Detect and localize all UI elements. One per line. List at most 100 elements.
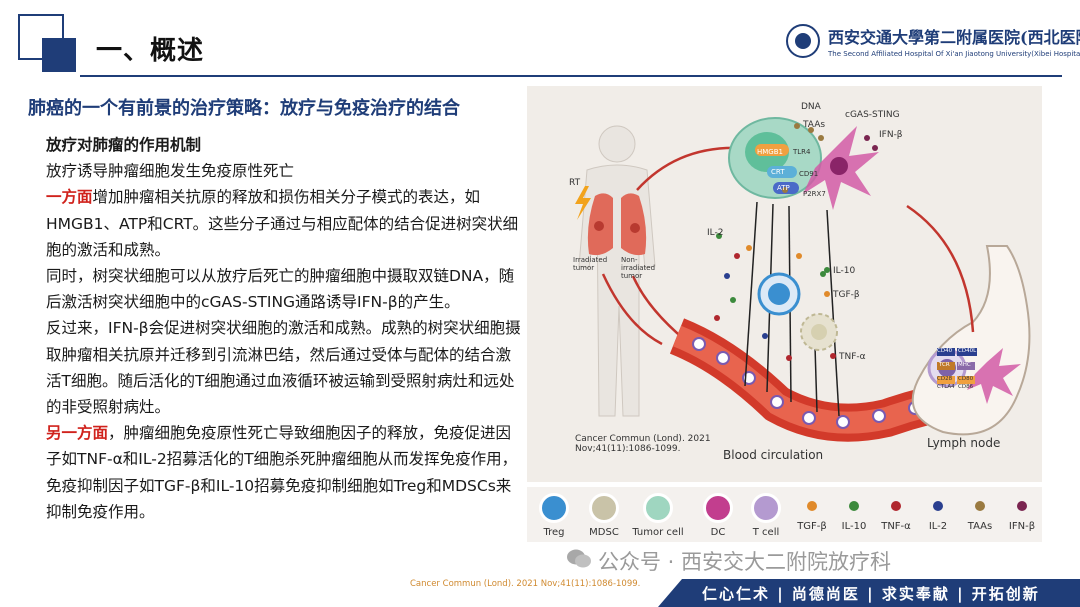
legend-item-t-cell: T cell bbox=[739, 493, 793, 538]
watermark: 公众号 · 西安交大二附院放疗科 bbox=[566, 546, 891, 576]
paragraph-1-lead: 一方面 bbox=[46, 188, 93, 207]
legend-swatch-icon bbox=[643, 493, 673, 523]
label-irradiated-tumor: Irradiated tumor bbox=[573, 256, 608, 272]
mechanism-illustration bbox=[575, 117, 1031, 442]
label-cd80: CD80 bbox=[958, 376, 974, 382]
legend-label: TAAs bbox=[967, 521, 993, 532]
body-text: 放疗对肺瘤的作用机制 放疗诱导肿瘤细胞发生免疫原性死亡 一方面增加肿瘤相关抗原的… bbox=[46, 132, 524, 525]
label-cd40l: CD40L bbox=[958, 348, 977, 354]
paragraph-4: 另一方面，肿瘤细胞免疫原性死亡导致细胞因子的释放，免疫促进因子如TNF-α和IL… bbox=[46, 420, 524, 525]
footer-band bbox=[658, 579, 1080, 607]
section-heading: 放疗对肺瘤的作用机制 bbox=[46, 136, 202, 154]
hospital-name-en: The Second Affiliated Hospital Of Xi'an … bbox=[828, 50, 1080, 58]
lymph-receptor-labels-bg bbox=[937, 348, 977, 384]
figure-legend: Treg MDSC Tumor cell DC T cell TGF-β IL-10 TNF-… bbox=[527, 487, 1042, 542]
slide-subtitle: 肺癌的一个有前景的治疗策略：放疗与免疫治疗的结合 bbox=[28, 98, 460, 119]
label-tlr4: TLR4 bbox=[793, 148, 811, 156]
radiation-bolt-icon bbox=[575, 186, 591, 220]
label-cd91: CD91 bbox=[799, 170, 819, 178]
paragraph-1-text: 增加肿瘤相关抗原的释放和损伤相关分子模式的表达，如HMGB1、ATP和CRT。这… bbox=[46, 188, 519, 259]
legend-item-il-10: IL-10 bbox=[833, 493, 875, 532]
legend-swatch-icon bbox=[975, 501, 985, 511]
figure-citation: Cancer Commun (Lond). 2021 Nov;41(11):10… bbox=[575, 434, 711, 454]
label-mhc: MHC bbox=[958, 362, 971, 368]
legend-label: DC bbox=[710, 527, 726, 538]
label-crt: CRT bbox=[771, 168, 785, 176]
hospital-motto: 仁心仁术 | 尚德尚医 | 求实奉献 | 开拓创新 bbox=[702, 585, 1040, 603]
legend-swatch-icon bbox=[891, 501, 901, 511]
label-il10: IL-10 bbox=[833, 266, 856, 276]
footer-citation: Cancer Commun (Lond). 2021 Nov;41(11):10… bbox=[410, 579, 641, 589]
paragraph-3: 反过来，IFN-β会促进树突状细胞的激活和成熟。成熟的树突状细胞摄取肿瘤相关抗原… bbox=[46, 319, 521, 417]
header-square-fill bbox=[42, 38, 76, 72]
label-hmgb1: HMGB1 bbox=[757, 148, 783, 156]
legend-item-tnf-: TNF-α bbox=[875, 493, 917, 532]
paragraph-1: 一方面增加肿瘤相关抗原的释放和损伤相关分子模式的表达，如HMGB1、ATP和CR… bbox=[46, 184, 524, 263]
mdsc-cell-icon bbox=[800, 313, 838, 351]
label-atp: ATP bbox=[777, 184, 790, 192]
label-tcr: TCR bbox=[939, 362, 950, 368]
dendritic-cell-icon bbox=[803, 126, 879, 210]
label-ifnb: IFN-β bbox=[879, 130, 903, 140]
legend-label: Tumor cell bbox=[632, 527, 684, 538]
lymph-dc-icon bbox=[967, 348, 1021, 404]
label-cd28: CD28 bbox=[937, 376, 953, 382]
page-title: 一、概述 bbox=[96, 36, 205, 66]
legend-swatch-icon bbox=[539, 493, 569, 523]
hospital-logo: 西安交通大學第二附属医院(西北医院) The Second Affiliated… bbox=[784, 22, 1080, 66]
arrow-dc-to-lymph bbox=[906, 204, 975, 333]
label-non-irradiated-tumor: Non-irradiated tumor bbox=[621, 256, 656, 280]
label-rt: RT bbox=[569, 178, 581, 188]
legend-swatch-icon bbox=[1017, 501, 1027, 511]
mechanism-figure: DNA cGAS-STING TAAs IFN-β HMGB1 TLR4 CRT… bbox=[527, 86, 1042, 482]
header-divider bbox=[80, 75, 1062, 77]
legend-label: IL-10 bbox=[841, 521, 867, 532]
legend-item-mdsc: MDSC bbox=[577, 493, 631, 538]
vessel-cells bbox=[692, 337, 922, 429]
arrow-vessel-to-body bbox=[601, 273, 663, 346]
legend-item-treg: Treg bbox=[527, 493, 581, 538]
legend-swatch-icon bbox=[807, 501, 817, 511]
paragraph-4-lead: 另一方面 bbox=[46, 424, 109, 443]
legend-swatch-icon bbox=[751, 493, 781, 523]
legend-item-taas: TAAs bbox=[959, 493, 1001, 532]
label-cd40: CD40 bbox=[937, 348, 953, 354]
wechat-icon bbox=[566, 548, 592, 570]
header-square-outline bbox=[18, 14, 64, 60]
legend-label: TGF-β bbox=[797, 521, 827, 532]
legend-item-dc: DC bbox=[691, 493, 745, 538]
label-cd86: CD86 bbox=[958, 384, 974, 390]
legend-label: MDSC bbox=[589, 527, 619, 538]
legend-item-ifn-: IFN-β bbox=[1001, 493, 1043, 532]
paragraph-2: 同时，树突状细胞可以从放疗后死亡的肿瘤细胞中摄取双链DNA，随后激活树突状细胞中… bbox=[46, 267, 515, 312]
legend-item-il-2: IL-2 bbox=[917, 493, 959, 532]
legend-label: IFN-β bbox=[1008, 521, 1036, 532]
label-il2: IL-2 bbox=[707, 228, 724, 238]
label-tgfb: TGF-β bbox=[833, 290, 860, 300]
lungs-icon bbox=[587, 193, 647, 256]
label-cgas-sting: cGAS-STING bbox=[845, 110, 900, 120]
legend-swatch-icon bbox=[933, 501, 943, 511]
legend-label: IL-2 bbox=[928, 521, 948, 532]
label-ctla4: CTLA4 bbox=[937, 384, 955, 390]
label-taas: TAAs bbox=[803, 120, 826, 130]
legend-swatch-icon bbox=[849, 501, 859, 511]
legend-label: T cell bbox=[752, 527, 780, 538]
intro-line: 放疗诱导肿瘤细胞发生免疫原性死亡 bbox=[46, 162, 295, 181]
label-tnfa: TNF-α bbox=[839, 352, 866, 362]
watermark-text: 公众号 · 西安交大二附院放疗科 bbox=[598, 550, 892, 574]
legend-item-tgf-: TGF-β bbox=[791, 493, 833, 532]
cytokine-dots bbox=[714, 123, 878, 361]
label-p2rx7: P2RX7 bbox=[803, 190, 826, 198]
arrow-body-to-dc bbox=[636, 146, 740, 191]
lymph-node bbox=[911, 245, 1031, 436]
arrow-vessel-to-body-2 bbox=[631, 275, 686, 341]
paragraph-4-text: ，肿瘤细胞免疫原性死亡导致细胞因子的释放，免疫促进因子如TNF-α和IL-2招募… bbox=[46, 424, 518, 521]
label-dna: DNA bbox=[801, 102, 821, 112]
legend-swatch-icon bbox=[703, 493, 733, 523]
legend-item-tumor-cell: Tumor cell bbox=[631, 493, 685, 538]
legend-swatch-icon bbox=[589, 493, 619, 523]
legend-label: Treg bbox=[543, 527, 565, 538]
tumor-cell-icon bbox=[728, 117, 822, 199]
label-blood-circulation: Blood circulation bbox=[723, 448, 824, 462]
